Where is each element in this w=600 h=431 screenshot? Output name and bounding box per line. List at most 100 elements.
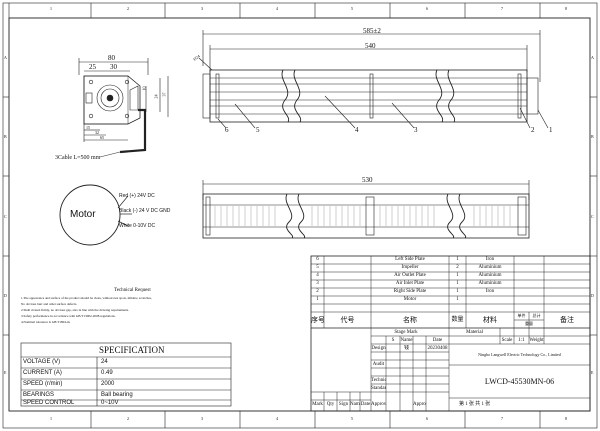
bom-no: 5: [316, 265, 319, 270]
dim-front-width: 80: [108, 54, 115, 62]
bom-name: Motor: [403, 297, 417, 302]
bom-name: Impeller: [401, 265, 419, 270]
bom-qty: 1: [456, 257, 459, 262]
zone-bottom-1: 1: [50, 416, 52, 421]
title-design: Design: [371, 346, 386, 351]
bom-qty: 1: [456, 273, 459, 278]
spec-row-speed-control: SPEED CONTROL 0~10V: [21, 400, 231, 406]
title-technical: Technical: [371, 378, 386, 383]
zone-bottom-3: 3: [201, 416, 203, 421]
bom-qty: 1: [456, 281, 459, 286]
title-s-mark: S: [391, 338, 395, 343]
motor-label: Motor: [70, 209, 96, 220]
technical-request-line-2: No obvious burr and other surface defect…: [21, 302, 78, 306]
mark-col-approve: Approv: [413, 402, 426, 407]
zone-bottom-4: 4: [276, 416, 278, 421]
bom-no: 6: [316, 257, 319, 262]
bom-header-no: 序号: [311, 316, 324, 324]
zone-bottom-7: 7: [501, 416, 503, 421]
bom-header-name: 名称: [403, 316, 417, 324]
spec-value: 2000: [101, 381, 115, 387]
title-audit: Audit: [372, 362, 385, 367]
spec-label: BEARINGS: [23, 392, 55, 398]
bom-name: Right Side Plate: [393, 289, 427, 294]
zone-right-B: B: [591, 134, 594, 139]
mark-col-qty: Qty: [326, 402, 335, 407]
part-number-1: 1: [549, 126, 553, 134]
bom-name: Left Side Plate: [395, 257, 425, 262]
title-approve: Approve: [371, 402, 386, 407]
part-number-6: 6: [225, 126, 229, 134]
dim-lower-length: 530: [362, 176, 373, 184]
spec-value: 0~10V: [101, 400, 119, 406]
spec-label: VOLTAGE (V): [23, 359, 61, 365]
zone-right-D: D: [591, 293, 594, 298]
dim-total-length: 585±2: [363, 27, 381, 35]
bom-material: Aluminium: [478, 265, 502, 270]
bom-no: 1: [316, 297, 319, 302]
zone-right-E: E: [591, 370, 594, 375]
bom-header-qty: 数量: [451, 317, 464, 323]
motor-wire-red: Red (+) 24V DC: [119, 193, 155, 199]
spec-row-voltage: VOLTAGE (V) 24: [21, 357, 231, 368]
title-date-value: 20230408: [427, 346, 448, 351]
zone-left-E: E: [4, 370, 7, 375]
dim-front-15: 15: [86, 125, 90, 130]
bom-header-total: 总计: [532, 313, 541, 318]
part-number-2: 2: [531, 126, 535, 134]
bom-material: Iron: [485, 257, 495, 262]
company-name: Ningbo Langwell Electric Technology Co.,…: [478, 352, 561, 357]
zone-bottom-8: 8: [565, 416, 567, 421]
dim-front-10: 10: [141, 86, 147, 91]
bom-header-single: 单件: [517, 313, 526, 318]
title-stage-mark: Stage Mark: [394, 330, 418, 335]
title-weight-label: Weight: [529, 338, 544, 343]
bom-no: 4: [316, 273, 319, 278]
title-scale-label: Scale: [501, 338, 513, 343]
zone-left-C: C: [4, 214, 7, 219]
mark-col-mark: Mark: [312, 402, 323, 407]
bom-no: 3: [316, 281, 319, 286]
mark-col-name: Name: [350, 402, 360, 407]
bom-material: Iron: [485, 289, 495, 294]
bom-qty: 1: [456, 289, 459, 294]
zone-top-1: 1: [50, 6, 52, 11]
zone-bottom-5: 5: [351, 416, 353, 421]
zone-bottom-6: 6: [426, 416, 428, 421]
zone-top-3: 3: [201, 6, 203, 11]
mark-col-date: Date: [360, 402, 371, 407]
title-date-header: Date: [432, 338, 443, 343]
cable-label: 3Cable L=500 mm: [55, 155, 101, 161]
zone-left-D: D: [4, 293, 7, 298]
dim-front-37: 37: [161, 92, 167, 97]
bom-qty: 2: [456, 265, 459, 270]
spec-label: CURRENT (A): [23, 370, 62, 376]
title-designer: 钱: [403, 346, 409, 351]
dim-body-length: 540: [365, 42, 376, 50]
zone-top-6: 6: [426, 6, 428, 11]
bom-header-code: 代号: [340, 316, 355, 324]
spec-row-current: CURRENT (A) 0.49: [21, 368, 231, 379]
bom-header-weight: 重量: [525, 321, 533, 326]
zone-top-4: 4: [276, 6, 278, 11]
dim-front-25: 25: [89, 63, 96, 71]
dim-front-65: 65: [100, 135, 104, 140]
bom-material: Aluminium: [478, 281, 502, 286]
title-sheet-info: 第 1 张 共 1 张: [459, 402, 491, 407]
title-standard: Standard: [371, 386, 386, 391]
zone-left-B: B: [4, 134, 7, 139]
specification-title: SPECIFICATION: [99, 345, 165, 355]
part-number-3: 3: [414, 126, 418, 134]
zone-right-C: C: [591, 214, 594, 219]
spec-label: SPEED (r/min): [23, 381, 63, 387]
spec-value: 24: [101, 359, 108, 365]
spec-label: SPEED CONTROL: [23, 400, 75, 406]
bom-name: Air Inlet Plate: [395, 281, 425, 286]
mark-col-sign: Sign: [338, 402, 349, 407]
motor-wire-black: Black (-) 24 V DC GND: [119, 208, 171, 214]
title-name-header: Name: [400, 338, 413, 343]
part-number-5: 5: [256, 126, 260, 134]
spec-row-speed: SPEED (r/min) 2000: [21, 379, 231, 390]
zone-right-A: A: [591, 55, 594, 60]
